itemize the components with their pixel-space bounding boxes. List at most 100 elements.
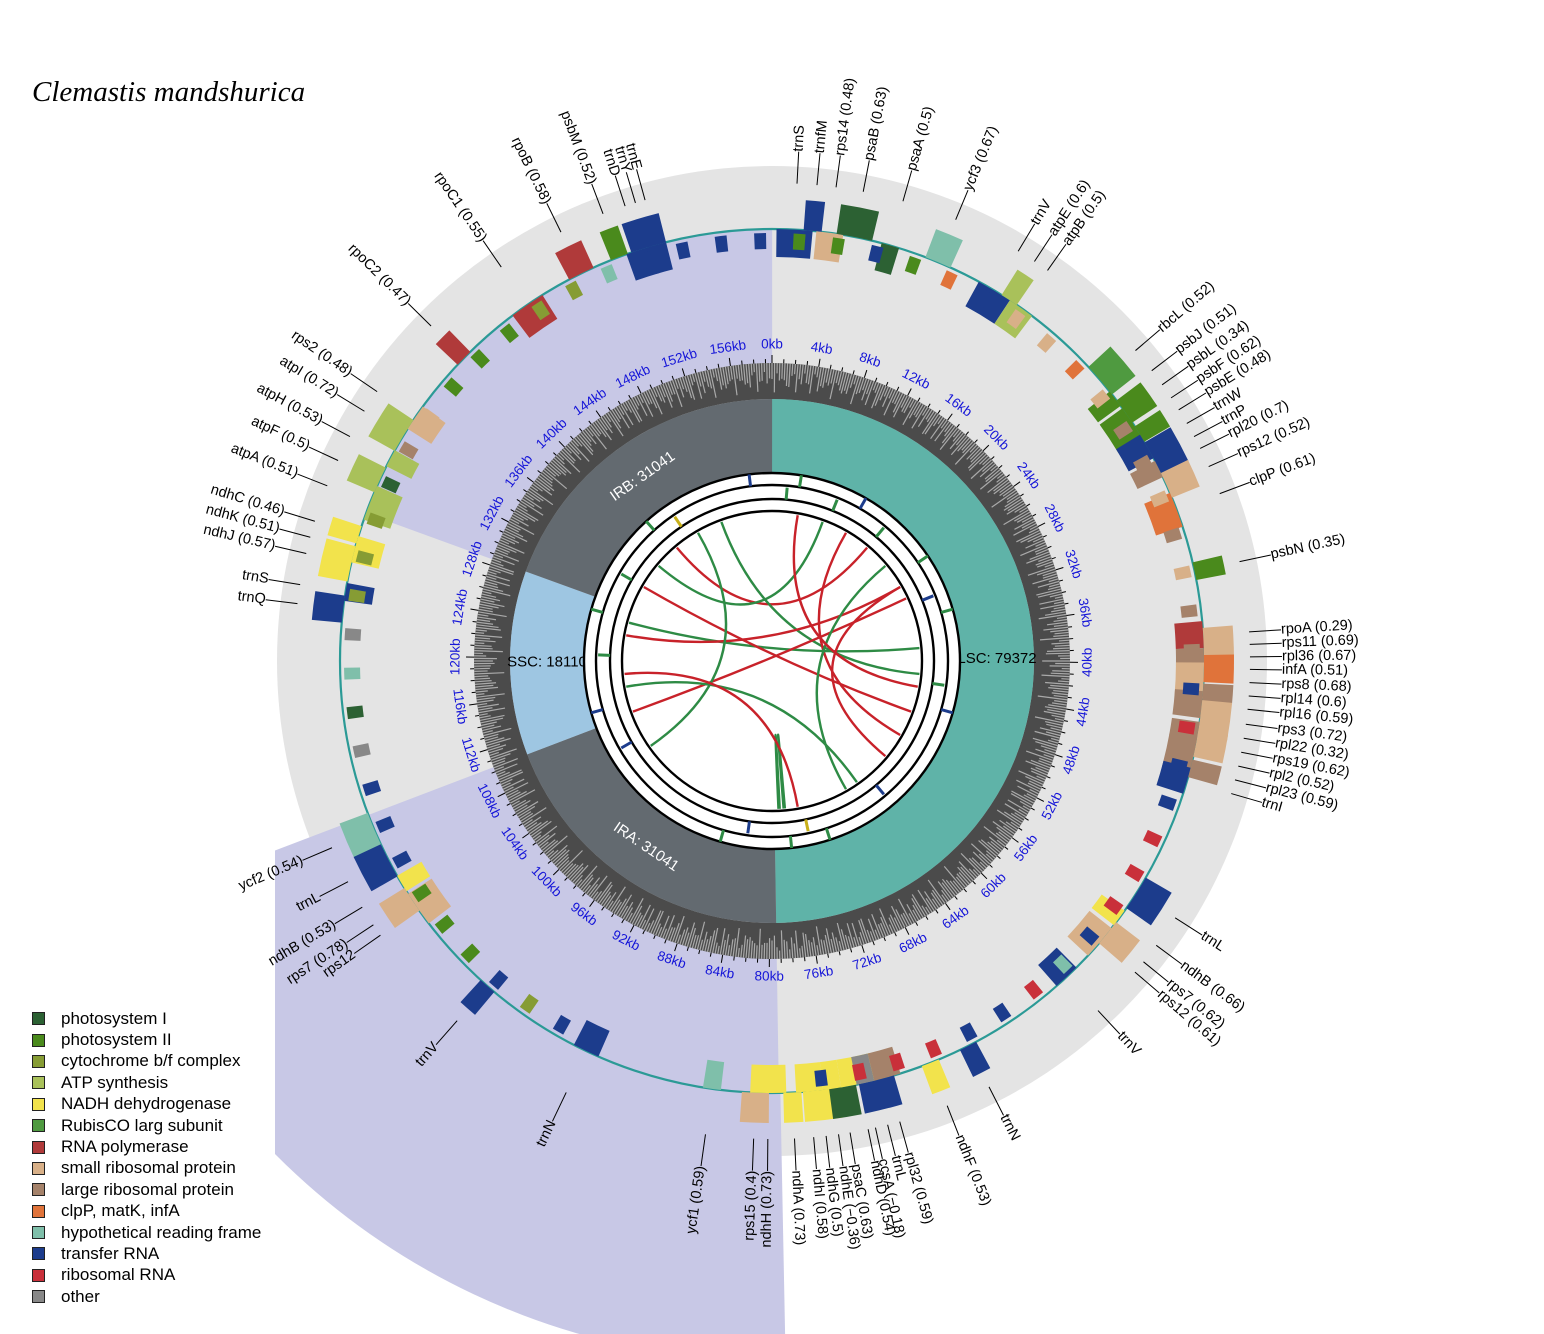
gene-leader bbox=[1135, 329, 1161, 351]
tick-label: 4kb bbox=[810, 339, 834, 357]
gene-label: rpl14 (0.6) bbox=[1280, 690, 1347, 711]
tick-mark bbox=[570, 435, 574, 440]
tick-mark bbox=[628, 394, 632, 399]
gc-bar bbox=[961, 439, 972, 451]
tick-mark bbox=[496, 782, 501, 785]
gc-bar bbox=[849, 374, 855, 388]
gc-bar bbox=[691, 373, 696, 382]
gc-bar bbox=[520, 812, 534, 822]
legend-swatch bbox=[32, 1140, 45, 1154]
gc-bar bbox=[484, 736, 499, 742]
gc-bar bbox=[479, 603, 499, 609]
gene-label: rps14 (0.48) bbox=[832, 77, 858, 157]
inner-gene-block bbox=[565, 280, 584, 301]
gc-bar bbox=[478, 608, 493, 613]
gc-bar bbox=[491, 757, 506, 764]
gc-bar bbox=[1031, 770, 1047, 778]
gc-bar bbox=[853, 375, 858, 385]
gc-bar bbox=[701, 371, 706, 382]
gene-block bbox=[1087, 391, 1121, 423]
gc-bar bbox=[650, 388, 663, 415]
gc-bar bbox=[1021, 520, 1036, 529]
tick-label: 124kb bbox=[449, 588, 470, 627]
gc-bar bbox=[507, 522, 521, 531]
gc-bar bbox=[484, 580, 498, 586]
tick-mark bbox=[1013, 481, 1021, 487]
gc-bar bbox=[1045, 720, 1064, 727]
inner-gene-block bbox=[1023, 979, 1044, 1000]
gc-bar bbox=[629, 898, 644, 924]
gc-bar bbox=[520, 500, 544, 516]
gc-bar bbox=[485, 578, 510, 587]
tick-mark bbox=[927, 403, 931, 408]
inner-gene-block bbox=[411, 883, 432, 903]
gc-bar bbox=[546, 465, 560, 477]
gc-bar bbox=[853, 937, 858, 947]
gc-bar bbox=[1058, 680, 1070, 683]
gc-bar bbox=[883, 389, 897, 416]
tick-mark bbox=[1054, 754, 1063, 758]
legend-item: NADH dehydrogenase bbox=[32, 1094, 261, 1115]
gc-bar bbox=[553, 849, 570, 865]
gc-bar bbox=[638, 394, 644, 404]
gc-bar bbox=[474, 642, 485, 645]
gc-bar bbox=[858, 377, 865, 394]
gene-leader bbox=[268, 578, 301, 586]
gc-bar bbox=[474, 680, 492, 683]
gc-bar bbox=[1043, 710, 1066, 716]
gene-block bbox=[921, 1059, 951, 1095]
gc-bar bbox=[512, 799, 527, 809]
tick-label: 84kb bbox=[704, 962, 735, 982]
gc-bar bbox=[602, 895, 612, 907]
gc-bar bbox=[783, 939, 786, 959]
gc-bar bbox=[543, 468, 568, 490]
gc-bar bbox=[486, 737, 511, 747]
gene-leader bbox=[946, 1105, 960, 1136]
gc-bar bbox=[808, 940, 812, 957]
gc-bar bbox=[979, 470, 1003, 490]
gc-bar bbox=[748, 363, 752, 388]
gene-label: ndhG (0.5) bbox=[822, 1167, 846, 1238]
gc-bar bbox=[952, 880, 963, 892]
gc-bar bbox=[568, 863, 584, 880]
gc-bar bbox=[477, 707, 493, 711]
gc-bar bbox=[475, 626, 501, 631]
gc-bar bbox=[652, 387, 658, 398]
gc-bar bbox=[475, 634, 503, 638]
gc-bar bbox=[1047, 739, 1059, 744]
gc-bar bbox=[474, 650, 503, 653]
gc-bar bbox=[474, 639, 496, 643]
legend-item: ribosomal RNA bbox=[32, 1265, 261, 1286]
gc-bar bbox=[917, 889, 933, 913]
gc-bar bbox=[490, 753, 511, 762]
gc-bar bbox=[940, 419, 948, 429]
gc-bar bbox=[970, 449, 984, 463]
tick-mark bbox=[479, 749, 488, 753]
tick-mark bbox=[925, 915, 929, 920]
gc-bar bbox=[588, 425, 607, 450]
gc-bar bbox=[679, 929, 686, 945]
gc-bar bbox=[846, 923, 855, 948]
gc-bar bbox=[1054, 595, 1064, 599]
legend-swatch bbox=[32, 1012, 45, 1026]
gc-bar bbox=[781, 363, 783, 379]
gene-block bbox=[1091, 894, 1125, 926]
gc-bar bbox=[1053, 689, 1069, 693]
gc-bar bbox=[487, 744, 507, 752]
gc-bar bbox=[911, 897, 924, 919]
gc-bar bbox=[560, 449, 575, 464]
gc-bar bbox=[789, 949, 791, 959]
tick-mark bbox=[547, 860, 552, 864]
gc-bar bbox=[583, 429, 597, 445]
gc-bar bbox=[706, 369, 713, 389]
gene-leader bbox=[838, 1134, 844, 1167]
gene-leader bbox=[614, 175, 626, 207]
gene-leader bbox=[1234, 779, 1267, 789]
gc-bar bbox=[861, 379, 870, 401]
gc-bar bbox=[511, 516, 529, 527]
gc-bar bbox=[793, 943, 796, 959]
ssr-mark bbox=[940, 607, 954, 614]
gc-bar bbox=[482, 588, 511, 597]
tick-mark bbox=[681, 368, 686, 377]
gc-bar bbox=[867, 918, 877, 941]
